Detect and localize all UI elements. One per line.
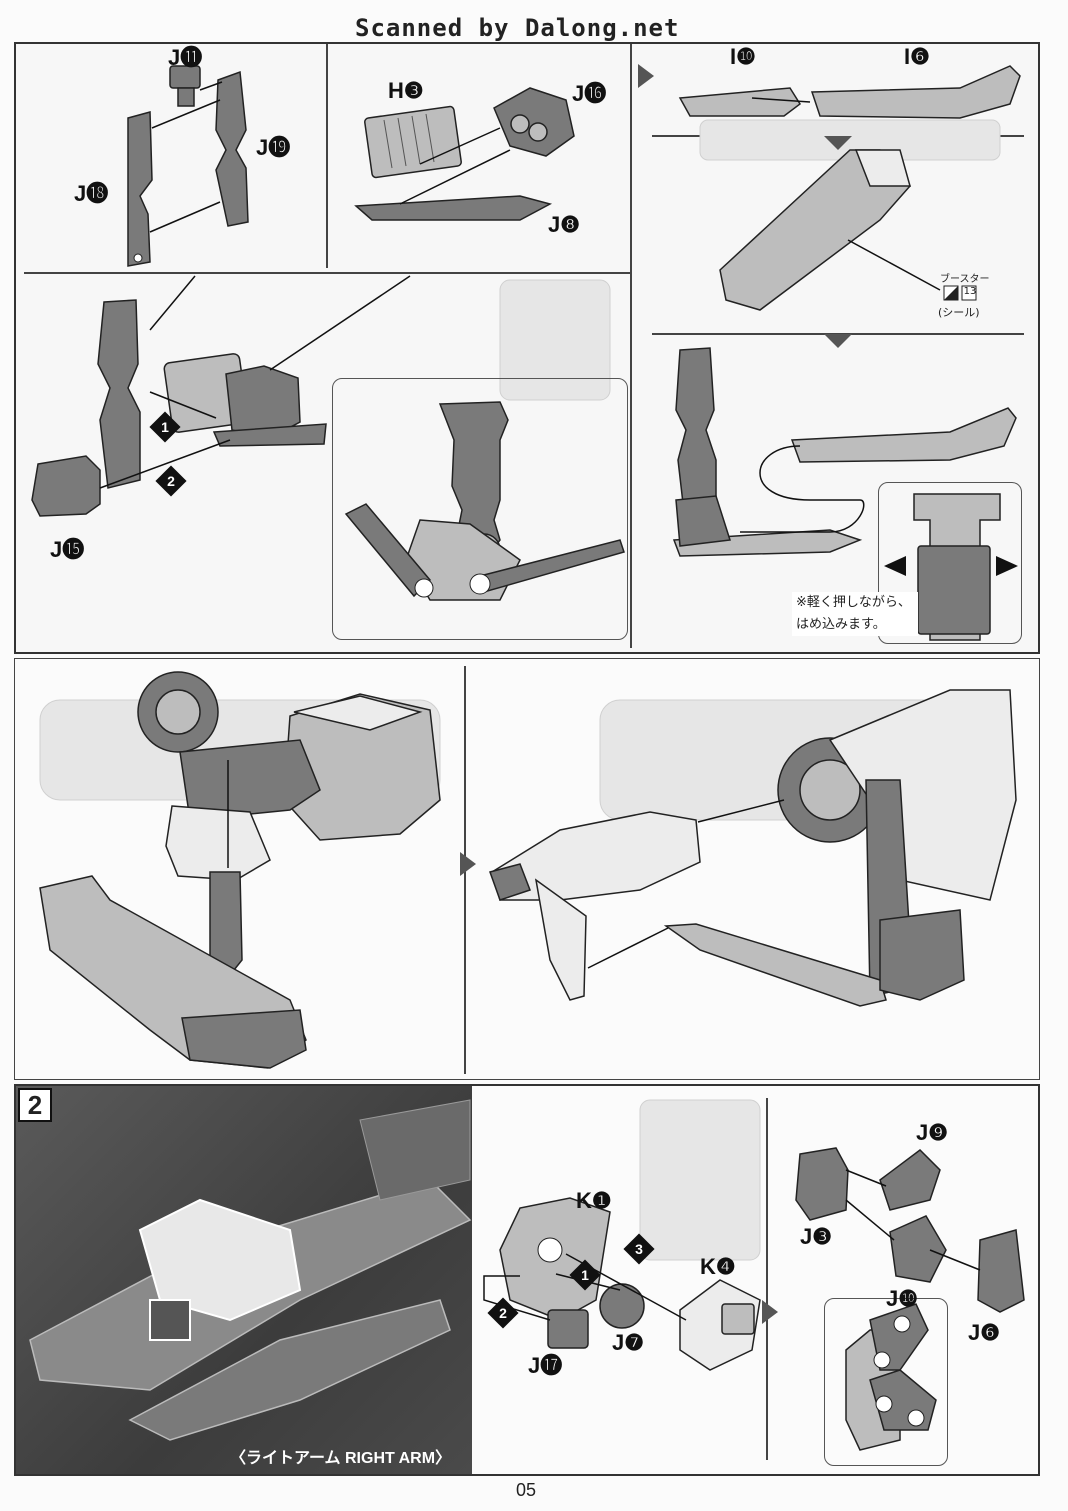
part-label-j10: J❿ xyxy=(886,1286,918,1311)
part-label-i6: I❻ xyxy=(904,44,930,69)
part-label-j6: J❻ xyxy=(968,1320,1000,1345)
scan-credit: Scanned by Dalong.net xyxy=(355,14,680,42)
part-label-k4: K❹ xyxy=(700,1254,736,1279)
top-divider-v2 xyxy=(630,44,632,648)
detail-inset-hinge xyxy=(332,378,628,640)
part-label-j9: J❾ xyxy=(916,1120,948,1145)
part-label-j3: J❸ xyxy=(800,1224,832,1249)
flow-arrow-top-right xyxy=(638,64,654,88)
flow-arrow-section-2 xyxy=(762,1300,778,1324)
section-2-caption: 〈ライトアーム RIGHT ARM〉 xyxy=(230,1450,452,1467)
step-marker-1b: 1 xyxy=(569,1259,601,1291)
section-2 xyxy=(14,1084,1040,1476)
part-label-j16: J⓰ xyxy=(572,81,607,106)
part-label-k1: K❶ xyxy=(576,1188,612,1213)
part-label-j19: J⓳ xyxy=(256,135,291,160)
right-divider-h2 xyxy=(652,333,1024,335)
step-marker-2: 2 xyxy=(155,465,187,497)
part-label-j11: J⓫ xyxy=(168,45,203,70)
flow-arrow-middle xyxy=(460,852,476,876)
part-label-j15: J⓯ xyxy=(50,537,85,562)
sticker-number: 13 xyxy=(963,286,977,297)
top-divider-h xyxy=(24,272,630,274)
part-label-h3: H❸ xyxy=(388,78,424,103)
note-line-1: ※軽く押しながら、 xyxy=(796,595,911,610)
part-label-j18: J⓲ xyxy=(74,181,109,206)
top-divider-v1 xyxy=(326,44,328,268)
flow-arrow-down-1 xyxy=(824,136,852,150)
section-2-divider-v xyxy=(766,1098,768,1460)
detail-inset-press xyxy=(878,482,1022,644)
detail-inset-j9 xyxy=(824,1298,948,1466)
sticker-name: ブースター xyxy=(940,274,990,285)
part-label-i10: I❿ xyxy=(730,44,756,69)
note-text: ※軽く押しながら、 はめ込みます。 xyxy=(792,592,918,636)
page-number: 05 xyxy=(516,1480,537,1500)
section-2-number: 2 xyxy=(18,1088,52,1122)
step-marker-3: 3 xyxy=(623,1233,655,1265)
step-marker-2b: 2 xyxy=(487,1297,519,1329)
flow-arrow-down-2 xyxy=(824,334,852,348)
note-line-2: はめ込みます。 xyxy=(796,617,886,632)
middle-section xyxy=(14,658,1040,1080)
section-2-photo xyxy=(16,1086,472,1474)
sticker-type: (シール) xyxy=(938,306,980,319)
step-marker-1: 1 xyxy=(149,411,181,443)
part-label-j17: J⓱ xyxy=(528,1353,563,1378)
part-label-j7: J❼ xyxy=(612,1330,644,1355)
part-label-j8: J❽ xyxy=(548,212,580,237)
